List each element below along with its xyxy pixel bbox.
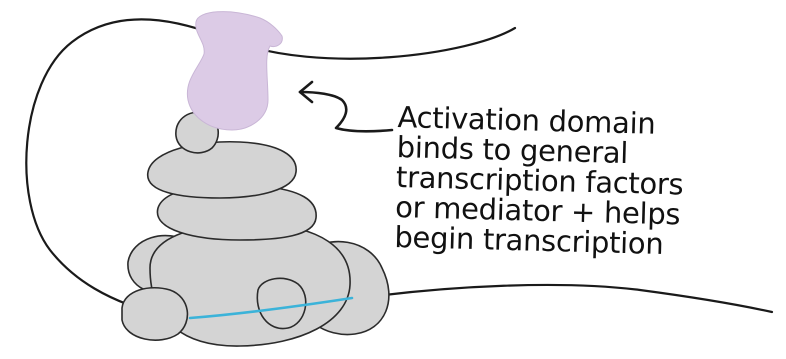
upper-layer [148, 142, 296, 198]
arrow-shaft [300, 92, 392, 131]
annotation-text: Activation domain binds to general trans… [394, 102, 758, 261]
lower-left-blob [122, 288, 187, 340]
pointer-arrow [300, 82, 392, 131]
activation-domain [187, 12, 282, 130]
